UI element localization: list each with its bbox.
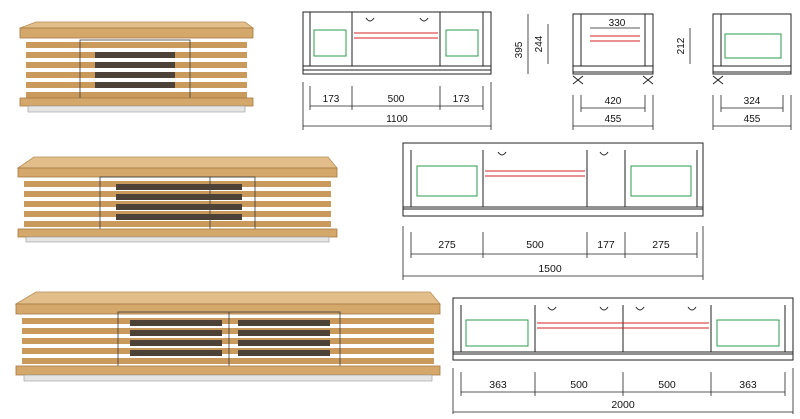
- dim-side2-height-inner: 212: [676, 37, 687, 54]
- dim-side2-depth: 455: [744, 114, 761, 125]
- front-dims-1500: [402, 226, 704, 280]
- dim-2000-total: 2000: [611, 399, 635, 411]
- dim-1100-right: 173: [453, 94, 470, 105]
- dim-2000-left: 363: [489, 379, 507, 391]
- side-dims-324: [689, 28, 792, 130]
- dim-1100-total: 1100: [386, 114, 408, 125]
- dim-side-height-inner: 244: [534, 35, 545, 52]
- dim-1500-total: 1500: [538, 263, 562, 275]
- dim-1500-left: 275: [438, 239, 456, 251]
- side-drawing-324: [712, 13, 792, 85]
- dim-side-depth: 455: [605, 114, 622, 125]
- side-drawing-420: [572, 13, 654, 85]
- render-1500: [16, 156, 338, 243]
- render-2000: [14, 291, 441, 382]
- slats-1100: [26, 42, 247, 98]
- dim-side-height-total: 395: [514, 41, 525, 58]
- dim-1500-right: 275: [652, 239, 670, 251]
- dim-2000-center-right: 500: [658, 379, 676, 391]
- dim-side-width-inner: 330: [609, 18, 626, 29]
- dim-1100-left: 173: [323, 94, 340, 105]
- front-drawing-2000: [452, 297, 794, 361]
- center-louver-1100: [79, 39, 191, 101]
- front-drawing-1100: [302, 11, 492, 75]
- front-dims-2000: [452, 368, 794, 414]
- front-dims-1100: [302, 82, 492, 130]
- dim-1500-center: 500: [526, 239, 544, 251]
- side-dims-420: [527, 14, 654, 130]
- dim-side2-width: 324: [744, 96, 761, 107]
- render-1100: [19, 21, 255, 113]
- dim-1100-center: 500: [388, 94, 405, 105]
- dim-2000-center-left: 500: [570, 379, 588, 391]
- slats-2000: [22, 318, 434, 364]
- dim-2000-right: 363: [739, 379, 757, 391]
- front-drawing-1500: [402, 142, 704, 217]
- dim-side-width: 420: [605, 96, 622, 107]
- dim-1500-mid: 177: [597, 239, 615, 251]
